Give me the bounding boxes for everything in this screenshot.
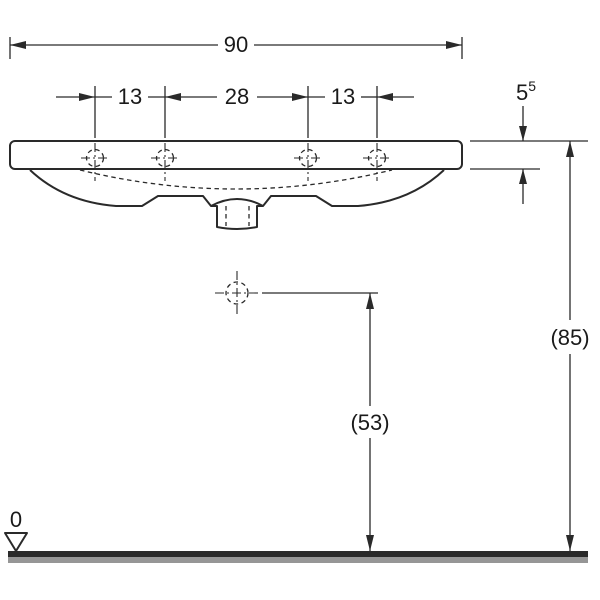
- arrow-left-icon: [165, 93, 181, 101]
- floor-shadow-bar: [8, 557, 588, 563]
- arrow-up-icon: [366, 293, 374, 309]
- dim-label-drain-height: (53): [350, 410, 389, 435]
- tap-hole-marker: [151, 143, 179, 181]
- tap-hole-markers: [81, 143, 391, 181]
- arrow-right-icon: [446, 41, 462, 49]
- drain-height-dimension: (53): [262, 292, 390, 551]
- overall-width-dimension: 90: [9, 32, 463, 59]
- drain-trap-arc: [210, 198, 264, 207]
- datum-triangle-icon: [4, 532, 28, 552]
- dim-label-overall-height: (85): [550, 325, 589, 350]
- bowl-hidden-edge: [79, 169, 393, 190]
- arrow-left-icon: [10, 41, 26, 49]
- dim-label-tap-left: 13: [118, 84, 142, 109]
- tap-hole-marker: [363, 143, 391, 181]
- tap-hole-marker: [294, 143, 322, 181]
- rim-height-dimension: 55: [470, 78, 588, 204]
- tap-hole-spacing-dimensions: 13 28 13: [56, 84, 414, 138]
- datum-label: 0: [10, 507, 22, 532]
- washbasin-outline: [9, 140, 463, 230]
- datum-marker: 0: [4, 507, 28, 552]
- arrow-down-icon: [519, 126, 527, 141]
- basin-rim: [9, 140, 463, 170]
- arrow-left-icon: [377, 93, 393, 101]
- arrow-up-icon: [566, 141, 574, 157]
- overall-height-dimension: (85): [550, 141, 590, 551]
- dim-label-tap-right: 13: [331, 84, 355, 109]
- arrow-right-icon: [79, 93, 95, 101]
- arrow-right-icon: [292, 93, 308, 101]
- floor-line: [8, 551, 588, 563]
- drain-center-marker: [215, 271, 259, 315]
- dim-label-overall-width: 90: [224, 32, 248, 57]
- dim-label-rim-height: 55: [516, 78, 536, 105]
- dim-label-tap-center: 28: [225, 84, 249, 109]
- tap-hole-marker: [81, 143, 109, 181]
- arrow-up-icon: [519, 169, 527, 184]
- arrow-down-icon: [566, 535, 574, 551]
- floor-bar: [8, 551, 588, 557]
- arrow-down-icon: [366, 535, 374, 551]
